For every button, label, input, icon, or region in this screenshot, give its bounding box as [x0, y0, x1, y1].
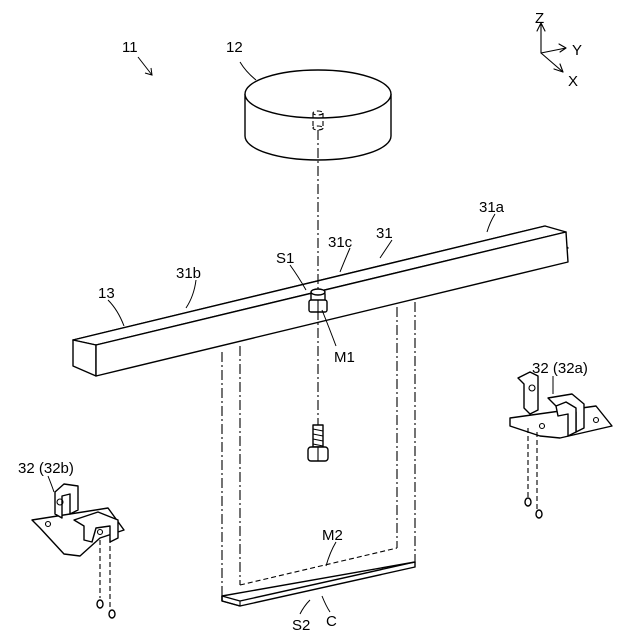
- label-rail-b: 31b: [176, 265, 201, 282]
- top-cylinder: [245, 70, 391, 160]
- axis-y-label: Y: [572, 42, 582, 59]
- bracket-32a: [510, 372, 612, 518]
- axes-indicator: Z Y X: [535, 10, 582, 90]
- screw: [308, 425, 328, 461]
- label-s2: S2: [292, 617, 310, 634]
- label-bracket-a: 32 (32a): [532, 360, 588, 377]
- label-m1: M1: [334, 349, 355, 366]
- label-s1: S1: [276, 250, 294, 267]
- label-rail-c: 31c: [328, 234, 353, 251]
- label-top-unit: 12: [226, 39, 243, 56]
- assembly-label: 11: [122, 39, 138, 56]
- axis-x-label: X: [568, 73, 578, 90]
- label-m2: M2: [322, 527, 343, 544]
- assembly-label-group: 11: [122, 39, 152, 75]
- axis-z-label: Z: [535, 10, 544, 27]
- label-rail-a: 31a: [479, 199, 505, 216]
- bracket-32b: [32, 484, 124, 618]
- label-bar-end: 13: [98, 285, 115, 302]
- label-rail: 31: [376, 225, 393, 242]
- bottom-plate: [222, 562, 415, 606]
- label-bracket-b: 32 (32b): [18, 460, 74, 477]
- label-plate-c: C: [326, 613, 337, 630]
- nut-m1: [309, 289, 327, 312]
